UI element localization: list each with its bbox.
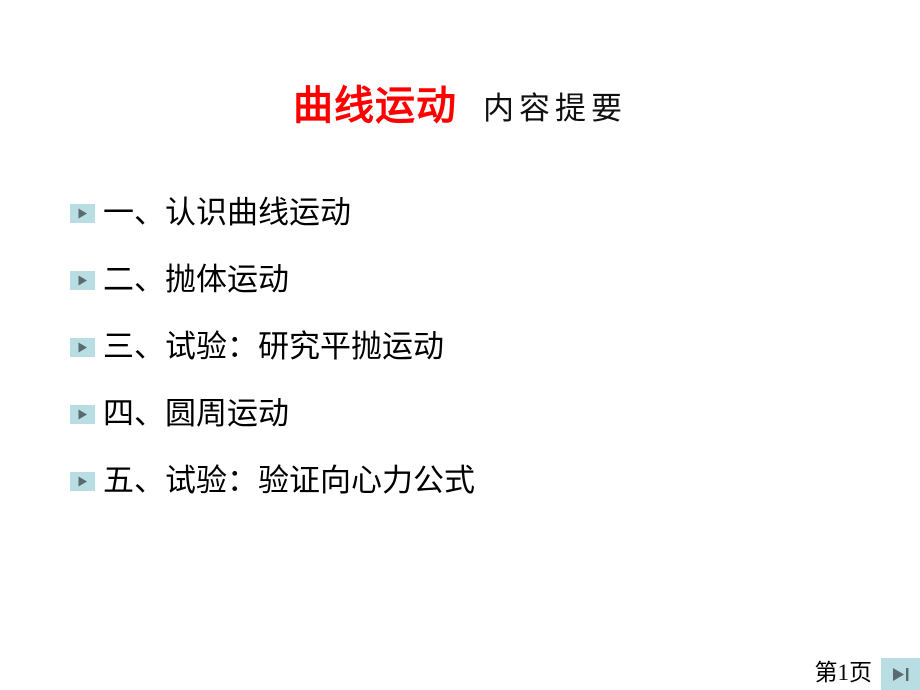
list-item-label: 四、圆周运动 (103, 396, 289, 432)
list-item-label: 五、试验：验证向心力公式 (103, 463, 475, 499)
slide-title-subtitle: 内容提要 (483, 91, 627, 126)
list-item[interactable]: 一、认识曲线运动 (70, 190, 850, 236)
page-number-label: 第1页 (814, 660, 873, 685)
list-item-label: 二、抛体运动 (103, 262, 289, 298)
list-item-label: 三、试验：研究平抛运动 (103, 329, 444, 365)
play-triangle-icon (70, 337, 95, 357)
play-triangle-icon (70, 203, 95, 223)
list-item[interactable]: 四、圆周运动 (70, 391, 850, 437)
play-triangle-icon (70, 270, 95, 290)
slide-title-main: 曲线运动 (293, 84, 457, 128)
list-item[interactable]: 五、试验：验证向心力公式 (70, 458, 850, 504)
next-slide-button[interactable] (881, 658, 920, 690)
list-item[interactable]: 三、试验：研究平抛运动 (70, 324, 850, 370)
play-triangle-icon (70, 404, 95, 424)
list-item[interactable]: 二、抛体运动 (70, 257, 850, 303)
outline-list: 一、认识曲线运动 二、抛体运动 三、试验：研究平抛运动 (70, 190, 850, 525)
skip-to-next-icon (890, 666, 911, 683)
list-item-label: 一、认识曲线运动 (103, 195, 351, 231)
play-triangle-icon (70, 471, 95, 491)
slide-title: 曲线运动内容提要 (0, 86, 920, 126)
